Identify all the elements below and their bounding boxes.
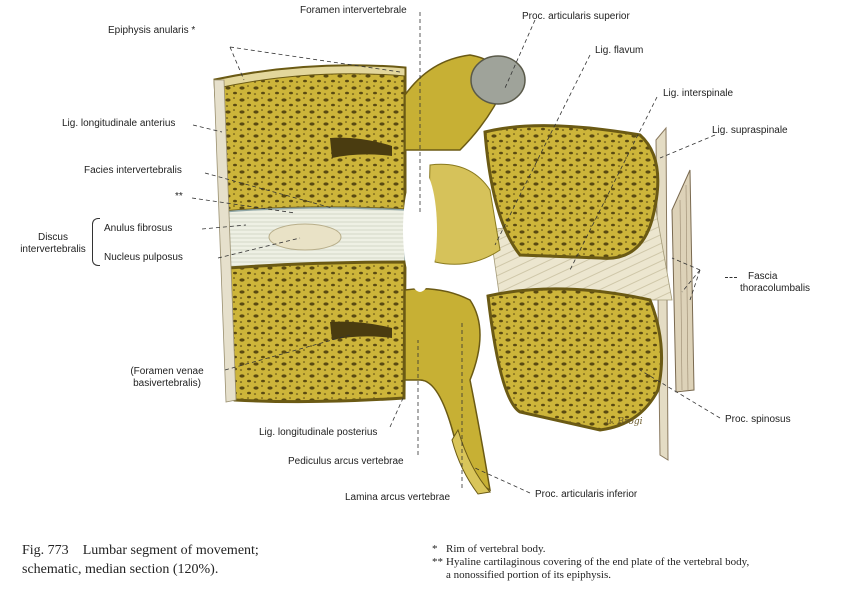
lig-longitudinale-anterius — [213, 79, 237, 403]
figure-number: Fig. 773 — [22, 543, 69, 558]
foramen-venae-line2: basivertebralis) — [133, 378, 201, 389]
fascia-line1: Fascia — [748, 271, 778, 282]
footnote-double-star-line2: a nonossified portion of its epiphysis. — [446, 569, 611, 581]
label-facies-intervertebralis: Facies intervertebralis — [84, 165, 182, 176]
label-pediculus-arcus-vertebrae: Pediculus arcus vertebrae — [288, 456, 404, 467]
label-fascia-thoracolumbalis: Fascia thoracolumbalis — [740, 271, 810, 295]
caption-line2: schematic, median section (120%). — [22, 562, 219, 577]
label-foramen-intervertebrale: Foramen intervertebrale — [300, 5, 407, 16]
anatomy-illustration: u. Brogi — [191, 12, 721, 495]
leader-lines — [191, 12, 721, 494]
upper-spinous-process — [483, 124, 660, 260]
label-discus-intervertebralis: Discus intervertebralis — [20, 232, 86, 256]
footnote-double-star-line1: Hyaline cartilaginous covering of the en… — [446, 556, 750, 568]
discus-line1: Discus — [37, 232, 68, 243]
label-lig-longitudinale-anterius: Lig. longitudinale anterius — [62, 118, 176, 129]
label-proc-articularis-superior: Proc. articularis superior — [522, 11, 630, 22]
label-epiphysis-anularis: Epiphysis anularis * — [108, 25, 196, 36]
footnote-star-marker: * — [432, 543, 438, 555]
label-lamina-arcus-vertebrae: Lamina arcus vertebrae — [345, 492, 451, 503]
intervertebral-disc — [221, 207, 406, 269]
footnote-star-text: Rim of vertebral body. — [446, 543, 546, 555]
label-anulus-fibrosus: Anulus fibrosus — [104, 223, 173, 234]
lower-spinous-process — [486, 287, 664, 432]
label-proc-spinosus: Proc. spinosus — [725, 414, 791, 425]
foramen-venae-line1: (Foramen venae — [130, 366, 204, 377]
label-nucleus-pulposus: Nucleus pulposus — [104, 252, 183, 263]
label-proc-articularis-inferior: Proc. articularis inferior — [535, 489, 638, 500]
footnote-double-star: **Hyaline cartilaginous covering of the … — [432, 556, 749, 569]
caption-title: Lumbar segment of movement; — [82, 543, 259, 558]
label-foramen-venae-basivertebralis: (Foramen venae basivertebralis) — [112, 366, 222, 390]
label-lig-interspinale: Lig. interspinale — [663, 88, 734, 99]
caption-line1: Fig. 773 Lumbar segment of movement; — [22, 541, 259, 560]
discus-bracket — [92, 218, 100, 266]
footnotes: * Rim of vertebral body. **Hyaline cartil… — [432, 543, 749, 582]
fascia-line2: thoracolumbalis — [740, 283, 811, 294]
discus-line2: intervertebralis — [20, 244, 86, 255]
footnote-star: * Rim of vertebral body. — [432, 543, 749, 556]
figure-caption: Fig. 773 Lumbar segment of movement; sche… — [22, 541, 259, 579]
upper-vertebral-body — [213, 64, 407, 214]
label-lig-longitudinale-posterius: Lig. longitudinale posterius — [259, 427, 378, 438]
vertebral-arch — [404, 54, 526, 495]
footnote-double-star-marker: ** — [432, 556, 443, 568]
label-double-star: ** — [175, 191, 183, 202]
artist-signature: u. Brogi — [606, 417, 643, 427]
fascia-marker — [725, 277, 737, 278]
label-lig-flavum: Lig. flavum — [595, 45, 644, 56]
label-lig-supraspinale: Lig. supraspinale — [712, 125, 788, 136]
lower-vertebral-body — [226, 260, 407, 404]
foramen-intervertebrale-space — [403, 168, 437, 292]
